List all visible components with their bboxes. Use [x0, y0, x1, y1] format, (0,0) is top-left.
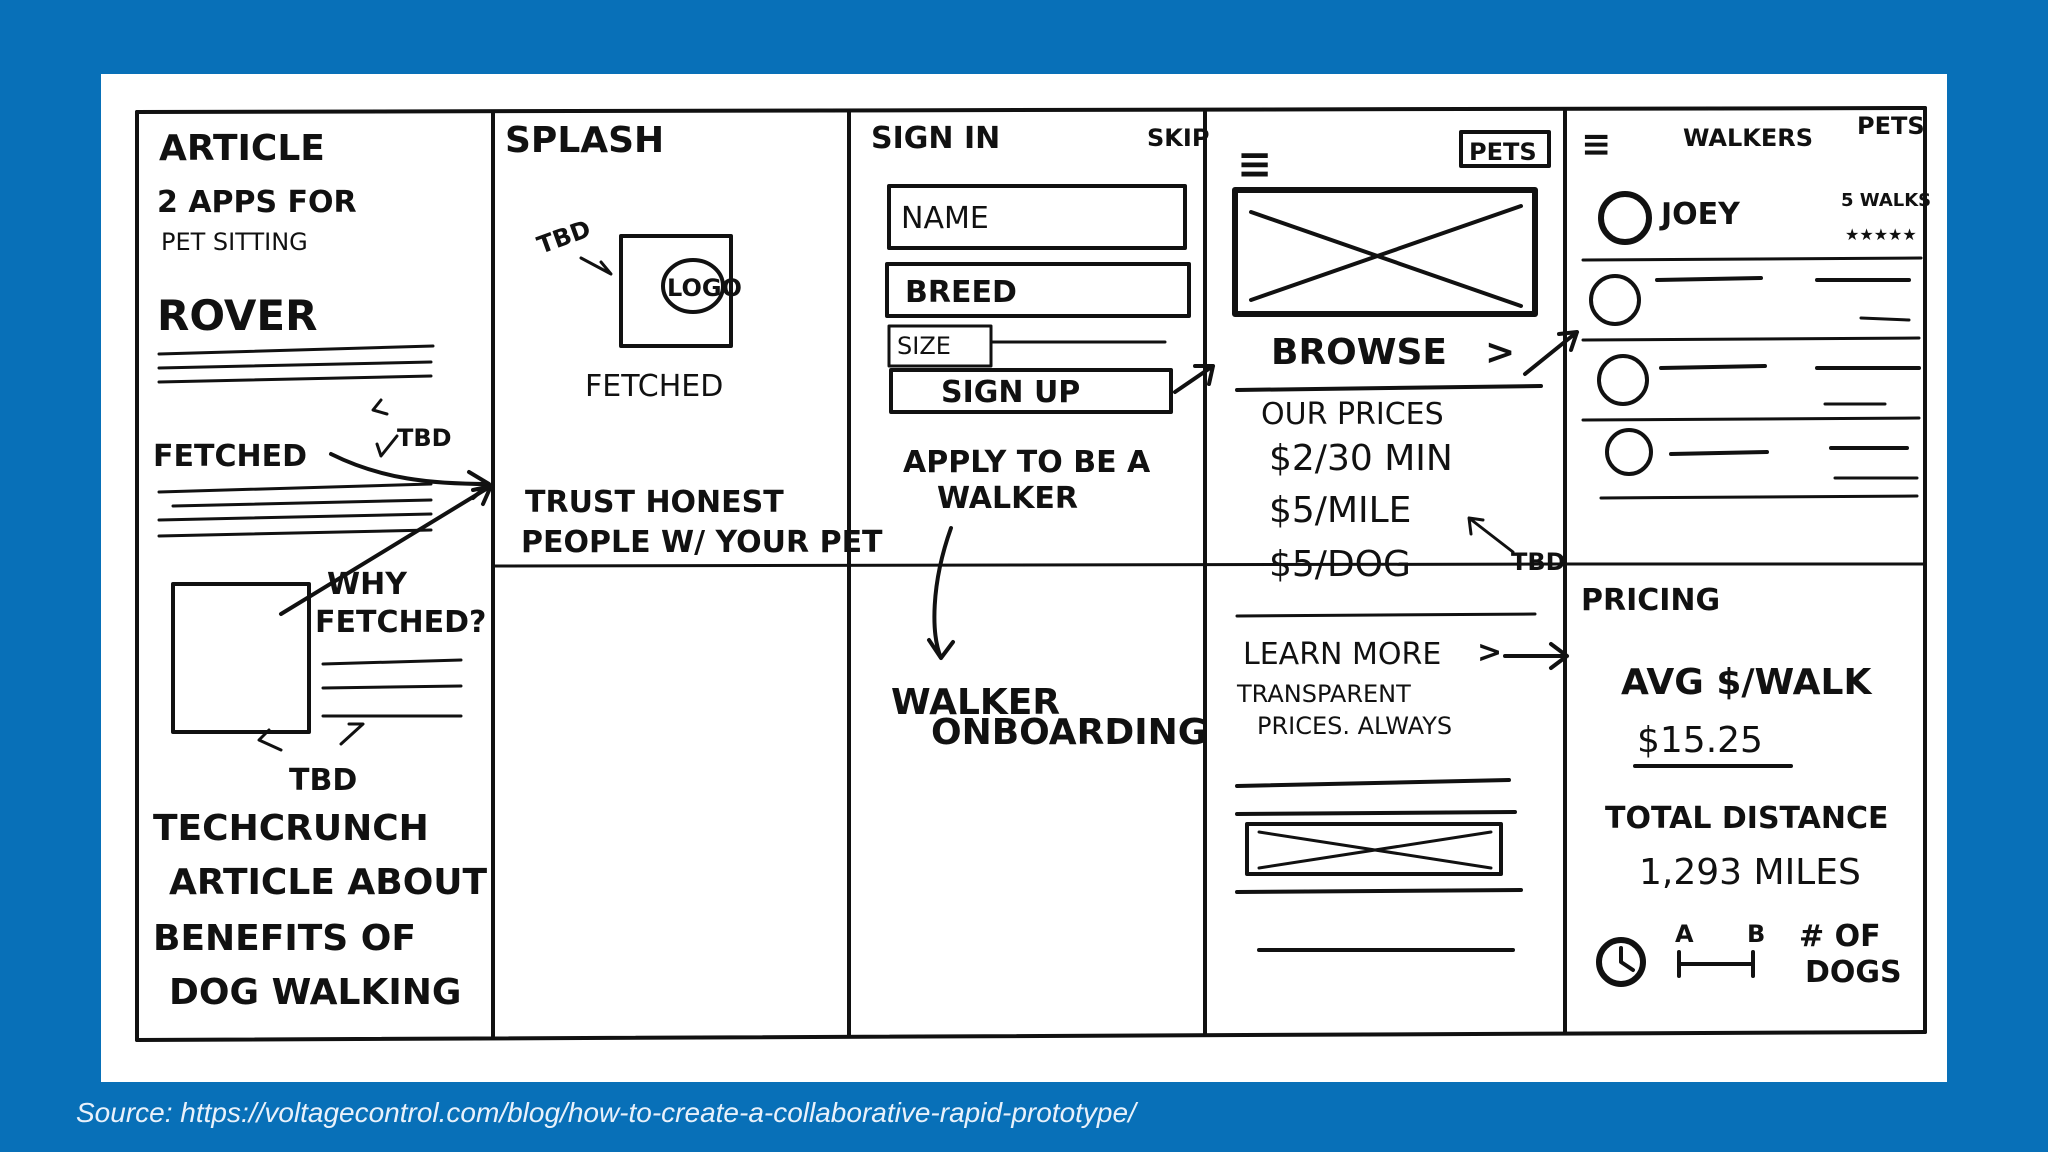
name-field	[887, 184, 1187, 250]
pets-button	[1459, 130, 1551, 168]
link-arrow-4	[1523, 330, 1579, 376]
techcrunch-line-4: DOG WALKING	[169, 972, 461, 1013]
tbd-arrows	[371, 398, 399, 458]
rating-stars: ★★★★★	[1845, 225, 1917, 244]
splash-tbd: TBD	[533, 215, 594, 260]
prices-heading: OUR PRICES	[1261, 397, 1444, 432]
logo-text: LOGO	[667, 274, 742, 302]
apply-line-1: APPLY TO BE A	[903, 445, 1151, 480]
tbd-arrow-2	[1467, 516, 1515, 554]
transparent-line-2: PRICES. ALWAYS	[1257, 712, 1452, 740]
learn-more-link: LEARN MORE	[1243, 637, 1441, 672]
panel-borders	[135, 106, 1927, 1042]
walkers-pets-link: PETS	[1857, 112, 1925, 140]
avatar	[1589, 274, 1641, 326]
techcrunch-line-1: TECHCRUNCH	[153, 808, 429, 849]
sketch-paper: ARTICLE 2 APPS FOR PET SITTING ROVER FET…	[101, 74, 1947, 1082]
wireframe-sketch: ARTICLE 2 APPS FOR PET SITTING ROVER FET…	[135, 106, 1931, 1042]
splash-brand: FETCHED	[585, 369, 723, 404]
pets-label: PETS	[1469, 138, 1537, 166]
panel-splash: SPLASH TBD LOGO FETCHED TRUST HONEST PEO…	[505, 120, 883, 560]
size-placeholder: SIZE	[897, 332, 951, 360]
onboarding-line-1: WALKER	[891, 682, 1060, 723]
clock-icon	[1596, 937, 1646, 987]
walker-row-4	[1605, 428, 1919, 480]
panel-article: ARTICLE 2 APPS FOR PET SITTING ROVER FET…	[153, 128, 493, 1013]
walkers-menu-icon: ≡	[1581, 124, 1611, 165]
walker-name: JOEY	[1659, 197, 1741, 232]
panel-walkers: ≡ WALKERS PETS JOEY 5 WALKS ★★★★★	[1581, 112, 1931, 500]
logo-circle	[661, 258, 725, 314]
price-line-1: $2/30 MIN	[1269, 438, 1453, 479]
link-arrow-3	[1173, 364, 1215, 394]
avatar	[1605, 428, 1653, 476]
rover-heading: ROVER	[157, 291, 317, 340]
article-subtitle-2: PET SITTING	[161, 228, 308, 256]
transparent-line-1: TRANSPARENT	[1236, 680, 1411, 708]
distance-line	[1677, 950, 1755, 978]
article-title: ARTICLE	[159, 128, 325, 169]
distance-value: 1,293 MILES	[1639, 852, 1861, 893]
browse-tbd: TBD	[1511, 548, 1566, 576]
trust-line-1: TRUST HONEST	[525, 485, 784, 520]
hamburger-menu: ≡	[1237, 139, 1272, 188]
panel-pricing: PRICING AVG $/WALK $15.25 TOTAL DISTANCE…	[1581, 583, 1902, 990]
down-arrow	[927, 526, 955, 660]
walker-row-2	[1589, 274, 1911, 326]
signin-title: SIGN IN	[871, 121, 1000, 156]
distance-label: TOTAL DISTANCE	[1605, 801, 1889, 836]
why-label: WHY	[327, 567, 408, 602]
article-subtitle: 2 APPS FOR	[157, 185, 357, 220]
avg-value: $15.25	[1637, 720, 1763, 761]
tbd-arrows-2	[257, 722, 365, 752]
browse-link: BROWSE	[1271, 332, 1447, 373]
link-arrow-5	[1503, 642, 1569, 670]
dogs-label-2: DOGS	[1805, 955, 1902, 990]
walkers-title: WALKERS	[1683, 124, 1813, 152]
learn-more-chevron: >	[1477, 635, 1502, 670]
skip-link: SKIP	[1147, 124, 1209, 152]
fetched-label: FETCHED	[153, 439, 307, 474]
breed-placeholder: BREED	[905, 275, 1017, 310]
price-line-3: $5/DOG	[1269, 544, 1411, 585]
source-caption: Source: https://voltagecontrol.com/blog/…	[76, 1097, 1136, 1128]
apply-line-2: WALKER	[937, 481, 1078, 516]
tbd-arrow	[579, 256, 613, 276]
link-arrow-2	[279, 484, 493, 616]
avg-label: AVG $/WALK	[1621, 662, 1872, 703]
techcrunch-line-3: BENEFITS OF	[153, 918, 416, 959]
browse-chevron: >	[1485, 332, 1515, 373]
logo-box	[619, 234, 733, 348]
dogs-label: # OF	[1799, 919, 1881, 954]
walker-row-3	[1597, 354, 1921, 406]
avatar	[1597, 354, 1649, 406]
signup-label: SIGN UP	[941, 375, 1080, 410]
name-placeholder: NAME	[901, 201, 989, 236]
walker-row: JOEY 5 WALKS ★★★★★	[1598, 190, 1931, 245]
splash-title: SPLASH	[505, 120, 664, 161]
pricing-title: PRICING	[1581, 583, 1720, 618]
text-lines	[157, 344, 435, 384]
text-lines-2	[157, 482, 433, 538]
avatar	[1598, 191, 1652, 245]
panel-browse: ≡ PETS BROWSE > OUR PRICES $2/30 MIN $5/…	[1232, 130, 1579, 952]
hero-placeholder	[1232, 187, 1538, 317]
tbd-note: TBD	[397, 424, 452, 452]
signup-button	[889, 368, 1173, 414]
onboarding-line-2: ONBOARDING	[931, 712, 1207, 753]
point-a: A	[1675, 920, 1694, 948]
trust-line-2: PEOPLE W/ YOUR PET	[521, 525, 883, 560]
tbd-note-2: TBD	[289, 763, 357, 798]
panel-signin: SIGN IN SKIP NAME BREED SIZE SIGN UP APP…	[871, 121, 1215, 753]
size-field	[887, 324, 993, 368]
breed-field	[885, 262, 1191, 318]
image-placeholder	[171, 582, 311, 734]
walk-count: 5 WALKS	[1841, 190, 1931, 211]
techcrunch-line-2: ARTICLE ABOUT	[169, 862, 488, 903]
point-b: B	[1747, 920, 1765, 948]
card-placeholder	[1245, 822, 1503, 876]
link-arrow-1	[329, 452, 491, 500]
price-line-2: $5/MILE	[1269, 490, 1411, 531]
why-label-2: FETCHED?	[315, 605, 486, 640]
